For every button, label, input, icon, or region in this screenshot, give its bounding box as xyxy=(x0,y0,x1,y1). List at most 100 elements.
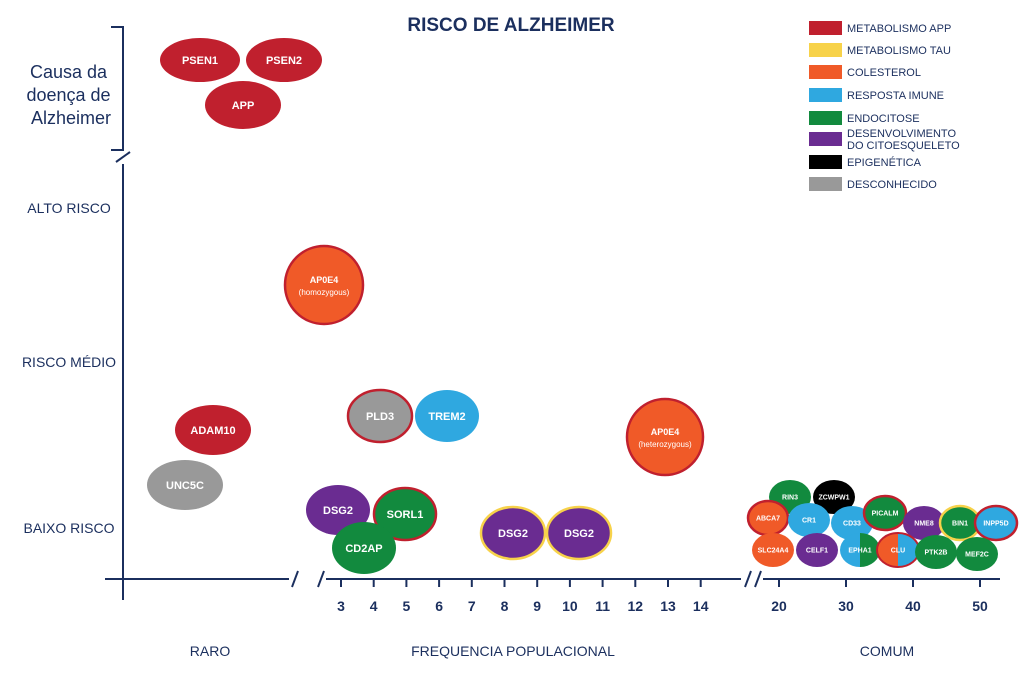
gene-bubble xyxy=(175,405,251,455)
gene-sublabel: (heterozygous) xyxy=(638,440,692,449)
gene-bubble xyxy=(246,38,322,82)
gene-label: INPP5D xyxy=(983,521,1008,528)
gene-label: UNC5C xyxy=(166,480,204,492)
gene-bubble xyxy=(372,486,438,542)
gene-label: PTK2B xyxy=(925,550,948,557)
legend-label: DESCONHECIDO xyxy=(847,179,937,191)
legend-swatch xyxy=(809,21,842,35)
legend-label: DO CITOESQUELETO xyxy=(847,140,960,152)
legend: METABOLISMO APP METABOLISMO TAU COLESTEROL… xyxy=(809,21,960,191)
gene-zcwpw1: ZCWPW1 xyxy=(813,480,855,514)
gene-clu: CLU xyxy=(876,532,920,568)
gene-label: AP0E4 xyxy=(310,275,339,285)
gene-label: PSEN2 xyxy=(266,55,302,67)
y-axis-break-mark xyxy=(115,151,131,163)
gene-bubble xyxy=(415,390,479,442)
legend-label: ENDOCITOSE xyxy=(847,113,920,125)
x-category-common: COMUM xyxy=(860,643,914,659)
gene-psen2: PSEN2 xyxy=(246,38,322,82)
gene-cd2ap: CD2AP xyxy=(332,522,396,574)
cause-bracket xyxy=(111,26,124,151)
gene-bubble xyxy=(903,506,945,540)
gene-ptk2b: PTK2B xyxy=(915,535,957,569)
gene-bubble-half xyxy=(840,533,860,567)
axes xyxy=(105,26,1000,600)
gene-label: CD33 xyxy=(843,521,861,528)
gene-label: DSG2 xyxy=(564,528,594,540)
gene-dsg2: DSG2 xyxy=(545,505,613,561)
gene-bubble xyxy=(545,505,613,561)
x-axis-break-mark-1 xyxy=(291,570,299,588)
gene-label: MEF2C xyxy=(965,552,989,559)
gene-ap0e4: AP0E4 (homozygous) xyxy=(283,244,365,326)
diagram-title: RISCO DE ALZHEIMER xyxy=(407,15,615,36)
gene-picalm: PICALM xyxy=(862,494,908,532)
x-tick-label: 12 xyxy=(628,598,644,614)
legend-swatch xyxy=(809,177,842,191)
gene-app: APP xyxy=(205,81,281,129)
gene-label: EPHA1 xyxy=(848,548,871,555)
gene-label: CR1 xyxy=(802,518,816,525)
gene-bubble xyxy=(915,535,957,569)
gene-label: RIN3 xyxy=(782,495,798,502)
gene-label: SLC24A4 xyxy=(758,548,789,555)
gene-ap0e4: AP0E4(heterozygous) xyxy=(625,397,705,477)
legend-label: EPIGENÉTICA xyxy=(847,156,922,169)
gene-bubble xyxy=(283,244,365,326)
x-category-frequency: FREQUENCIA POPULACIONAL xyxy=(411,643,615,659)
legend-item: COLESTEROL xyxy=(809,65,921,79)
gene-bubble xyxy=(205,81,281,129)
gene-label: PSEN1 xyxy=(182,55,218,67)
gene-label: DSG2 xyxy=(498,528,528,540)
x-tick-label: 11 xyxy=(595,598,610,614)
x-tick-label: 13 xyxy=(660,598,676,614)
legend-label: COLESTEROL xyxy=(847,67,921,79)
legend-label: RESPOSTA IMUNE xyxy=(847,90,944,102)
gene-cr1: CR1 xyxy=(788,503,830,537)
gene-label: ADAM10 xyxy=(190,425,235,437)
gene-label: BIN1 xyxy=(952,521,968,528)
gene-bubble-half xyxy=(877,533,898,567)
gene-bubble xyxy=(831,506,873,540)
legend-swatch xyxy=(809,43,842,57)
gene-epha1: EPHA1 xyxy=(840,533,880,567)
legend-label: METABOLISMO TAU xyxy=(847,45,951,57)
gene-bubble-half xyxy=(898,533,919,567)
gene-sorl1: SORL1 xyxy=(372,486,438,542)
x-category-rare: RARO xyxy=(190,643,231,659)
legend-swatch xyxy=(809,111,842,125)
legend-item: EPIGENÉTICA xyxy=(809,155,922,169)
gene-psen1: PSEN1 xyxy=(160,38,240,82)
gene-sublabel: (homozygous) xyxy=(299,288,350,297)
x-tick-label: 6 xyxy=(435,598,443,614)
gene-bubble xyxy=(479,505,547,561)
legend-item: METABOLISMO APP xyxy=(809,21,951,35)
gene-bubble-half xyxy=(860,533,880,567)
x-tick-label: 8 xyxy=(501,598,509,614)
legend-swatch xyxy=(809,132,842,146)
x-tick-label: 7 xyxy=(468,598,476,614)
legend-swatch xyxy=(809,88,842,102)
gene-bubble xyxy=(332,522,396,574)
legend-item: METABOLISMO TAU xyxy=(809,43,951,57)
x-tick-label: 40 xyxy=(905,598,921,614)
gene-bubble xyxy=(147,460,223,510)
x-tick-label: 30 xyxy=(838,598,854,614)
gene-celf1: CELF1 xyxy=(796,533,838,567)
y-level-medium: RISCO MÉDIO xyxy=(22,354,116,370)
y-level-low: BAIXO RISCO xyxy=(23,520,114,536)
gene-bubble xyxy=(973,504,1019,542)
gene-pld3: PLD3 xyxy=(346,388,414,444)
x-tick-label: 20 xyxy=(771,598,787,614)
x-tick-marks xyxy=(340,579,981,587)
cause-label-line-1: Causa da xyxy=(30,62,108,82)
gene-mef2c: MEF2C xyxy=(956,537,998,571)
gene-dsg2: DSG2 xyxy=(306,485,370,535)
gene-cd33: CD33 xyxy=(831,506,873,540)
gene-label: CLU xyxy=(891,548,905,555)
gene-label: ABCA7 xyxy=(756,516,780,523)
